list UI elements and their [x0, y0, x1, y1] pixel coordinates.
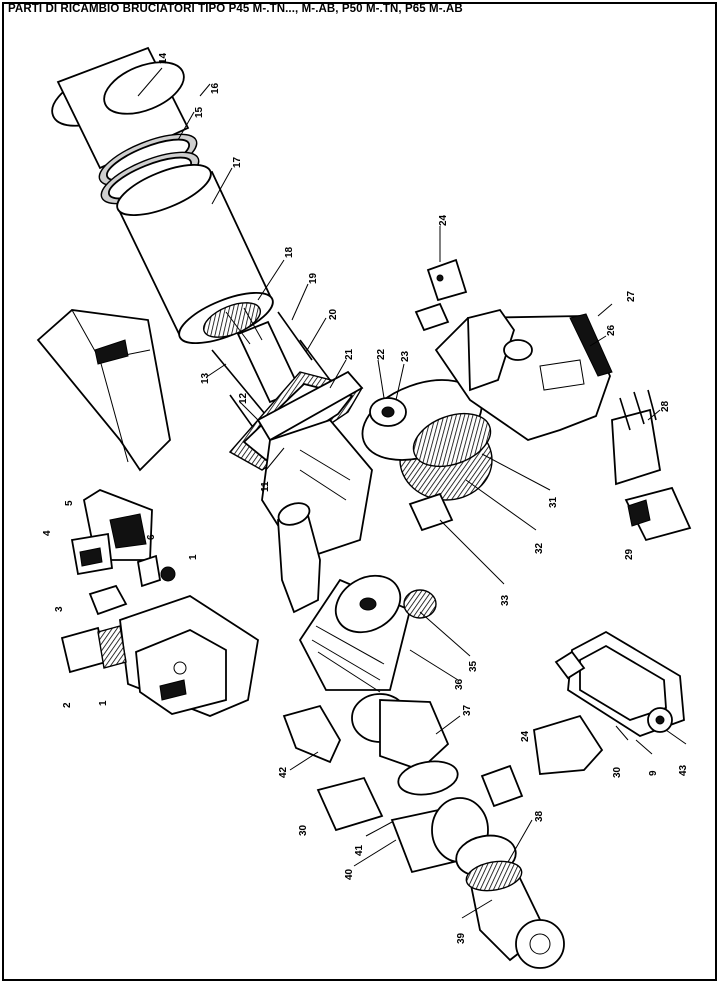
- callout-24-lower: 24: [520, 730, 531, 742]
- callout-27: 27: [626, 290, 637, 302]
- blast-tube-part: [51, 46, 190, 170]
- callout-35: 35: [468, 660, 479, 672]
- callout-9: 9: [648, 770, 659, 776]
- callout-36: 36: [454, 678, 465, 690]
- gas-valve-part: [554, 630, 685, 737]
- bracket-servo-part: [611, 389, 692, 542]
- callout-17: 16: [210, 82, 221, 94]
- capacitor-part: [403, 589, 437, 619]
- callout-21: 21: [344, 348, 355, 360]
- burner-cover-part: [36, 309, 171, 472]
- callout-37: 37: [462, 704, 473, 716]
- gas-elbow-part: [277, 502, 321, 614]
- callout-26: 26: [606, 324, 617, 336]
- callout-11: 11: [260, 481, 271, 492]
- gas-regulator-part: [282, 693, 459, 796]
- callout-12: 12: [238, 392, 249, 404]
- callout-18: 18: [284, 246, 295, 258]
- callout-16: 17: [232, 156, 243, 168]
- servo-top-part: [414, 258, 468, 332]
- callout-28: 28: [660, 400, 671, 412]
- motor-part: [298, 574, 412, 693]
- callout-40: 40: [344, 868, 355, 880]
- callout-15: 15: [194, 106, 205, 118]
- callout-32: 32: [534, 542, 545, 554]
- control-box-part: [60, 488, 259, 717]
- callout-22: 22: [376, 348, 387, 360]
- callout-43: 43: [678, 764, 689, 776]
- callout-39: 39: [456, 932, 467, 944]
- callout-30-left: 30: [298, 824, 309, 836]
- callout-24-top: 24: [438, 214, 449, 226]
- callout-20: 20: [328, 308, 339, 320]
- callout-19: 19: [308, 272, 319, 284]
- air-volute-part: [434, 308, 613, 441]
- callout-23: 23: [400, 350, 411, 362]
- callout-42: 42: [278, 766, 289, 778]
- callout-3: 3: [54, 606, 65, 612]
- callout-6: 6: [146, 534, 157, 540]
- callout-29: 29: [624, 548, 635, 560]
- actuators-part: [316, 714, 604, 832]
- gas-cock-part: [465, 860, 565, 969]
- page-title: PARTI DI RICAMBIO BRUCIATORI TIPO P45 M-…: [8, 3, 463, 15]
- callout-5: 5: [64, 500, 75, 506]
- callout-labels: 14 16 15 17 18 19 20 21 22 23 24 27 26 2…: [42, 52, 689, 944]
- callout-13: 13: [200, 372, 211, 384]
- callout-38: 38: [534, 810, 545, 822]
- callout-41: 41: [354, 844, 365, 856]
- callout-4: 4: [42, 530, 53, 536]
- pressure-switch-part: [369, 397, 407, 427]
- diffuser-disc-part: [202, 302, 302, 404]
- callout-2: 2: [62, 702, 73, 708]
- callout-1-upper: 1: [188, 554, 199, 560]
- callout-30-right: 30: [612, 766, 623, 778]
- callout-33: 33: [500, 594, 511, 606]
- callout-1-lower: 1: [98, 700, 109, 706]
- leader-lines: [137, 67, 687, 919]
- callout-31: 31: [548, 496, 559, 508]
- callout-14: 14: [158, 52, 169, 64]
